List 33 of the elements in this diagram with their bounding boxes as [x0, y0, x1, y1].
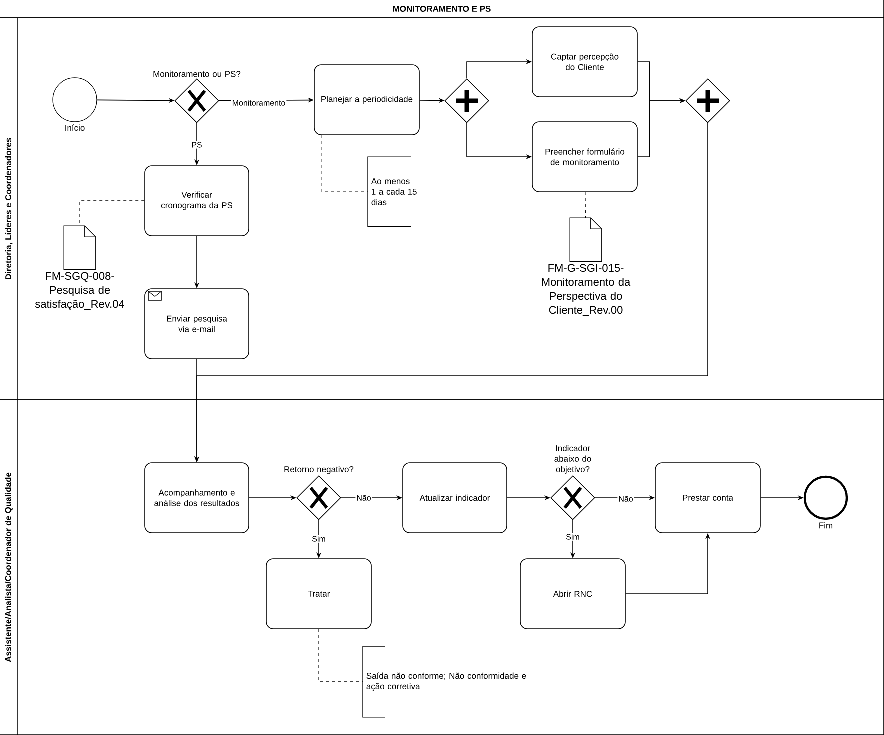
node-label: Início — [66, 124, 85, 132]
edge-label: PS — [190, 141, 204, 149]
edge-label: Sim — [565, 533, 581, 541]
document: FM-SGQ-008- Pesquisa de satisfação_Rev.04 — [35, 226, 124, 310]
task-box: Atualizar indicador — [402, 462, 508, 534]
task-box: Verificar cronograma da PS — [144, 166, 250, 236]
gateway-diamond — [444, 78, 490, 124]
task-box: Preencher formulário de monitoramento — [532, 122, 638, 192]
task-box: Planejar a periodicidade — [314, 64, 420, 136]
gateway-diamond — [686, 78, 730, 124]
node-label: Monitoramento ou PS? — [154, 70, 241, 78]
node-label: FM-G-SGI-015- Monitoramento da Perspectiva do Cliente_Rev.00 — [542, 264, 631, 316]
task-box: Captar percepção do Cliente — [532, 26, 638, 98]
task-box: Abrir RNC — [520, 558, 626, 630]
annotation: Saída não conforme; Não conformidade e ação corretiva — [362, 646, 526, 718]
annotation: Ao menos 1 a cada 15 dias — [368, 156, 417, 228]
task-box: Prestar conta — [655, 462, 761, 534]
edge-label: Não — [618, 495, 634, 503]
edge-label: Não — [356, 494, 372, 502]
node-label: Retorno negativo? — [284, 466, 354, 474]
node-label: FM-SGQ-008- Pesquisa de satisfação_Rev.04 — [35, 272, 125, 310]
pool-header: MONITORAMENTO E PS — [0, 0, 884, 18]
task-box: Tratar — [266, 558, 372, 630]
document: FM-G-SGI-015- Monitoramento da Perspectiva do Cliente_Rev.00 — [542, 218, 631, 316]
task-box: Enviar pesquisa via e-mail — [144, 288, 250, 360]
leader-line — [318, 629, 364, 682]
task-box: Acompanhamento e análise dos resultados — [144, 462, 250, 534]
node-label: Fim — [820, 522, 833, 529]
leader-line — [585, 192, 586, 218]
node-label: Indicador abaixo do objetivo? — [554, 445, 592, 474]
edge-label: Monitoramento — [231, 99, 287, 107]
leader-line — [322, 135, 368, 192]
edge-label: Sim — [311, 535, 327, 543]
